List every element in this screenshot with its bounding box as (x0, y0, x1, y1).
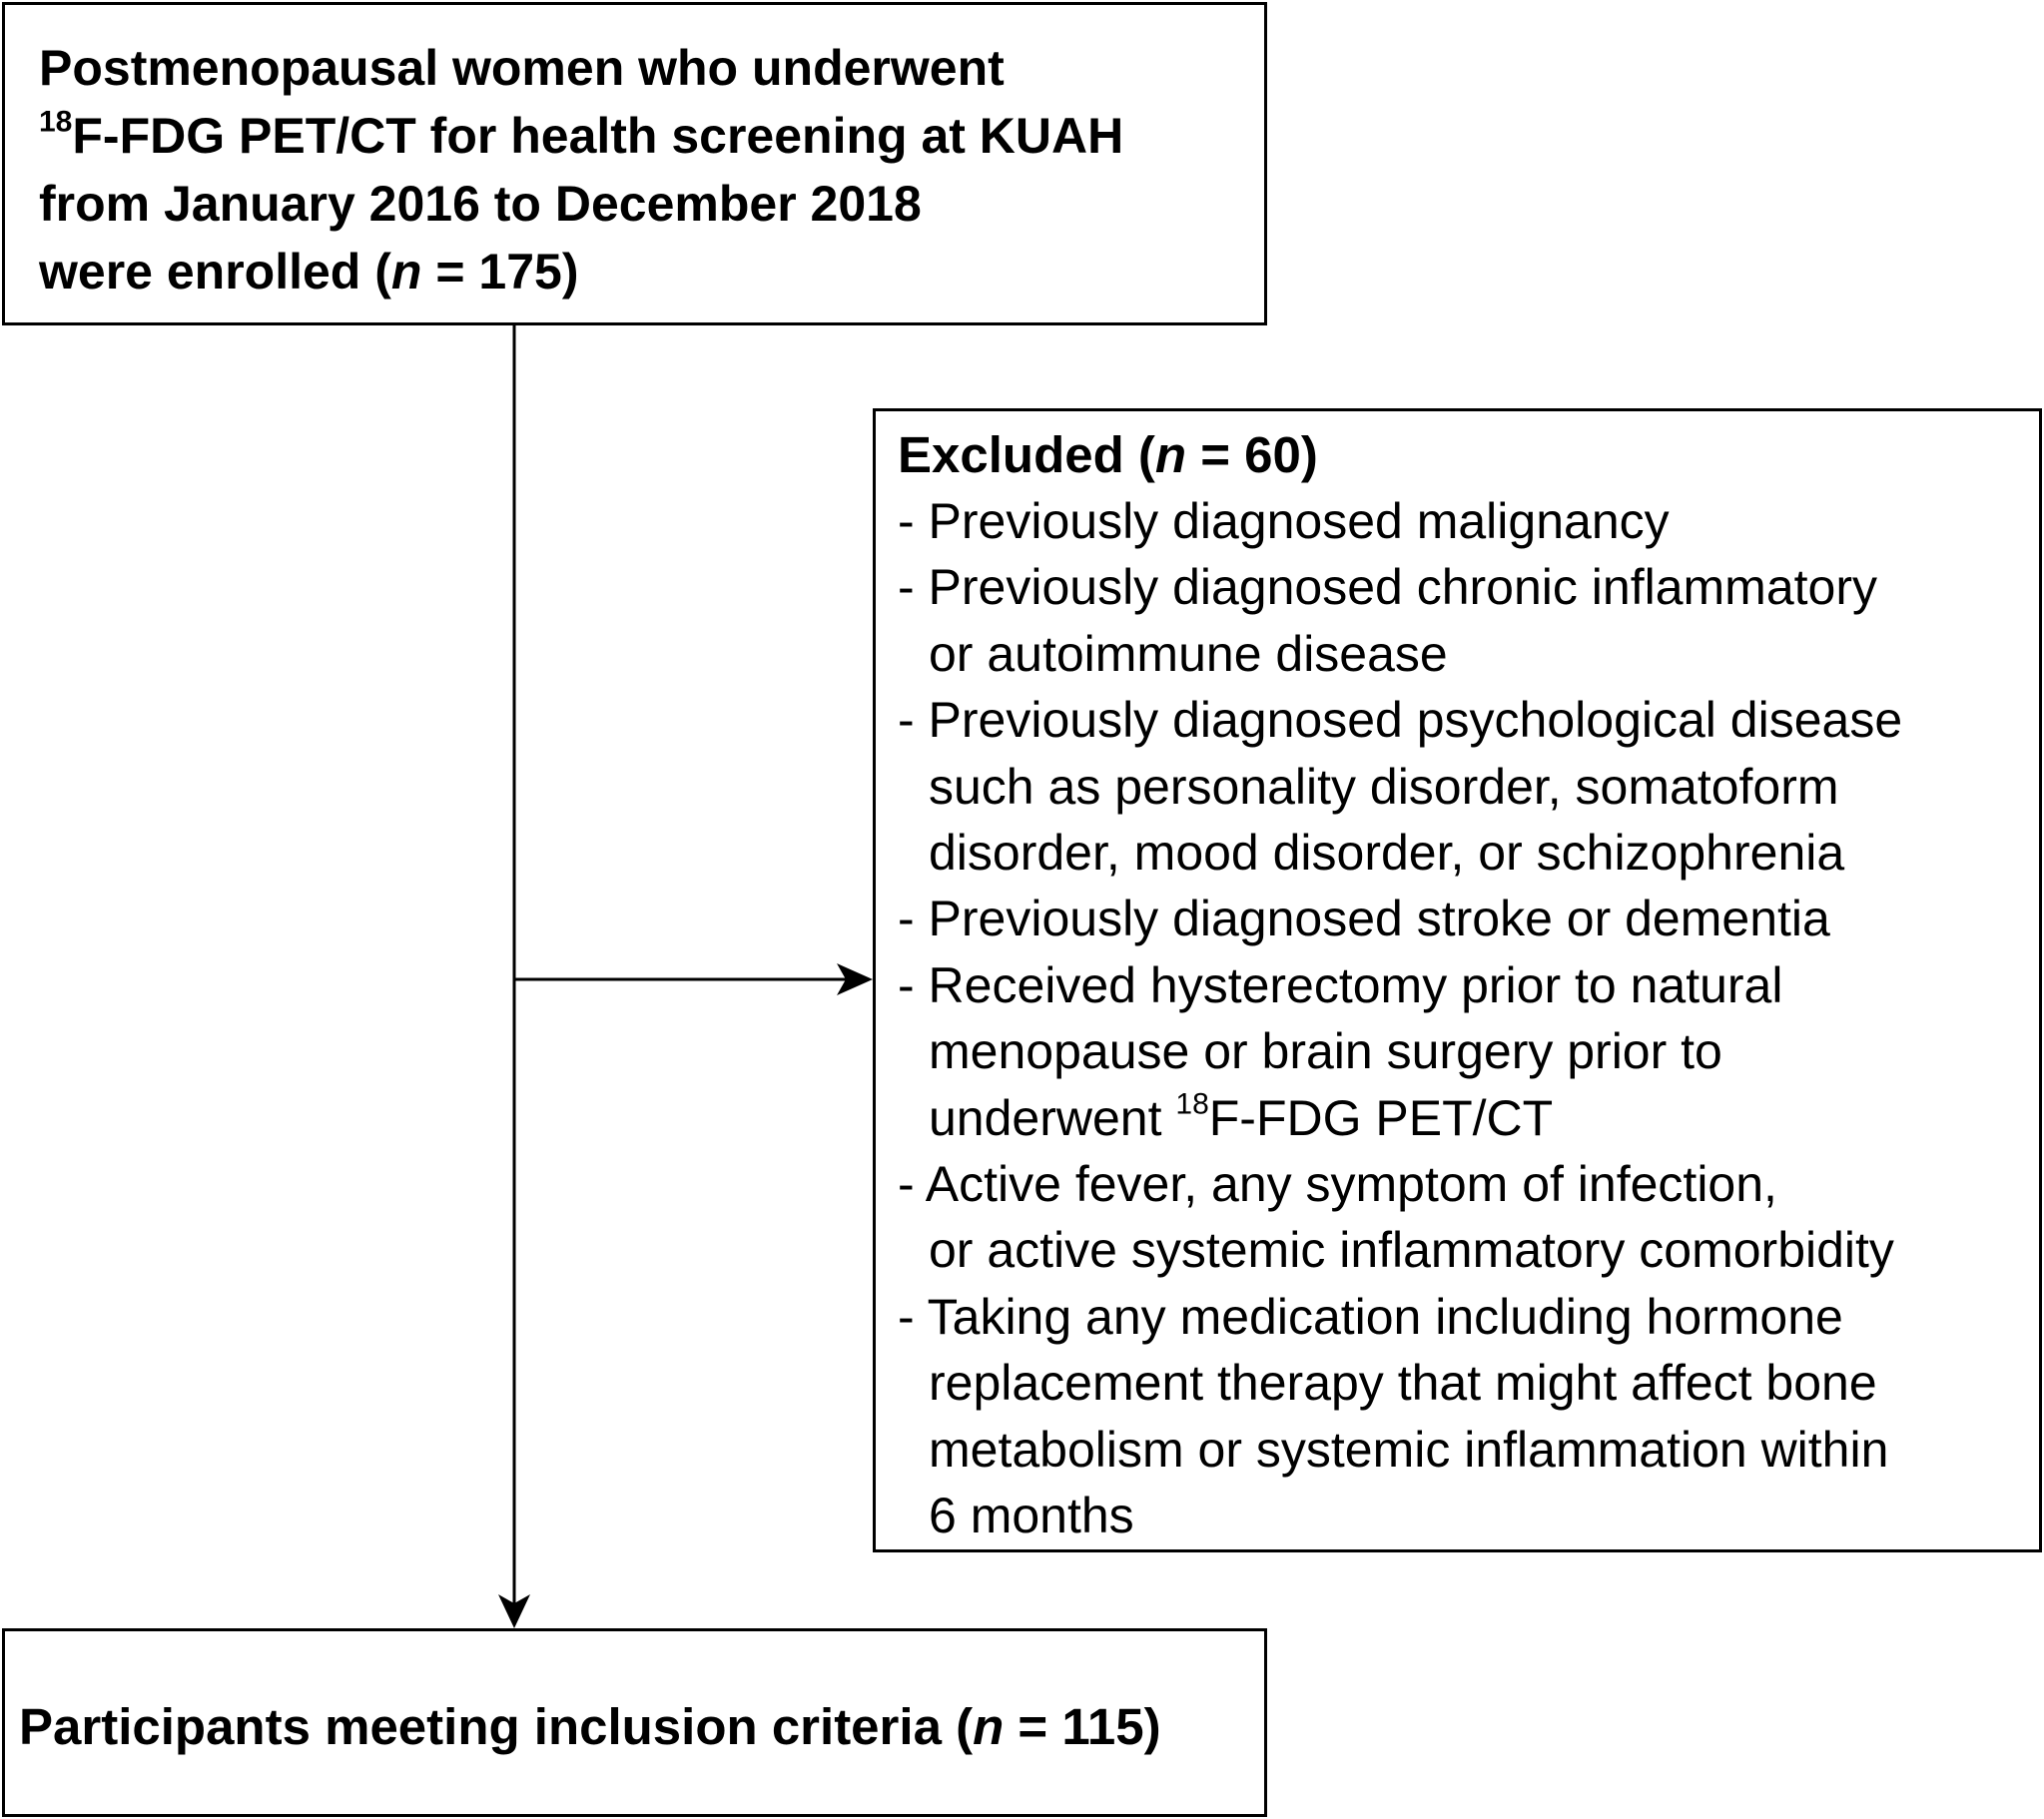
criterion-line: - Previously diagnosed stroke or dementi… (898, 891, 1830, 947)
criterion-line: 6 months (929, 1488, 1134, 1544)
n-symbol: n (390, 244, 422, 300)
n-symbol: n (973, 1697, 1005, 1755)
exclusion-criterion: - Previously diagnosed stroke or dementi… (898, 886, 2039, 951)
criterion-line: - Active fever, any symptom of infection… (898, 1156, 1777, 1213)
criterion-line: - Previously diagnosed malignancy (898, 493, 1670, 549)
criterion-line: underwent 18F-FDG PET/CT (929, 1087, 1554, 1146)
exclusion-criterion: - Active fever, any symptom of infection… (898, 1151, 2039, 1284)
isotope-superscript: 18 (39, 105, 73, 139)
criterion-line: - Previously diagnosed psychological dis… (898, 692, 1903, 749)
enrolled-line-1: Postmenopausal women who underwent (39, 40, 1005, 96)
exclusion-criterion: - Taking any medication including hormon… (898, 1284, 2039, 1549)
included-box: Participants meeting inclusion criteria … (2, 1628, 1267, 1817)
excluded-heading: Excluded (n = 60) (898, 426, 1318, 483)
included-text: Participants meeting inclusion criteria … (19, 1697, 1161, 1755)
enrolled-box: Postmenopausal women who underwent 18F-F… (2, 2, 1267, 325)
exclusion-criteria-list: - Previously diagnosed malignancy - Previ… (898, 488, 2039, 1549)
exclusion-criterion: - Previously diagnosed chronic inflammat… (898, 554, 2039, 687)
criterion-line: metabolism or systemic inflammation with… (929, 1421, 1889, 1478)
criterion-line: replacement therapy that might affect bo… (929, 1355, 1877, 1412)
criterion-line: - Taking any medication including hormon… (898, 1288, 1843, 1345)
criterion-line: - Received hysterectomy prior to natural (898, 956, 1783, 1013)
n-symbol: n (1154, 426, 1187, 483)
exclusion-criterion: - Previously diagnosed malignancy (898, 488, 2039, 554)
criterion-line: such as personality disorder, somatoform (929, 758, 1839, 815)
enrolled-line-2: 18F-FDG PET/CT for health screening at K… (39, 105, 1124, 164)
criterion-line: disorder, mood disorder, or schizophreni… (929, 825, 1845, 882)
exclusion-criterion: - Previously diagnosed psychological dis… (898, 687, 2039, 886)
isotope-superscript: 18 (1175, 1087, 1209, 1121)
criterion-line: or active systemic inflammatory comorbid… (929, 1222, 1894, 1279)
criterion-line: - Previously diagnosed chronic inflammat… (898, 559, 1877, 616)
criterion-line: menopause or brain surgery prior to (929, 1023, 1722, 1080)
criterion-line: or autoimmune disease (929, 625, 1448, 682)
enrolled-line-4: were enrolled (n = 175) (39, 244, 579, 300)
exclusion-arrowhead (837, 963, 873, 995)
excluded-box: Excluded (n = 60) - Previously diagnosed… (873, 408, 2042, 1552)
main-flow-arrowhead (498, 1594, 530, 1628)
exclusion-criterion: - Received hysterectomy prior to natural… (898, 952, 2039, 1151)
enrolled-line-3: from January 2016 to December 2018 (39, 176, 922, 232)
